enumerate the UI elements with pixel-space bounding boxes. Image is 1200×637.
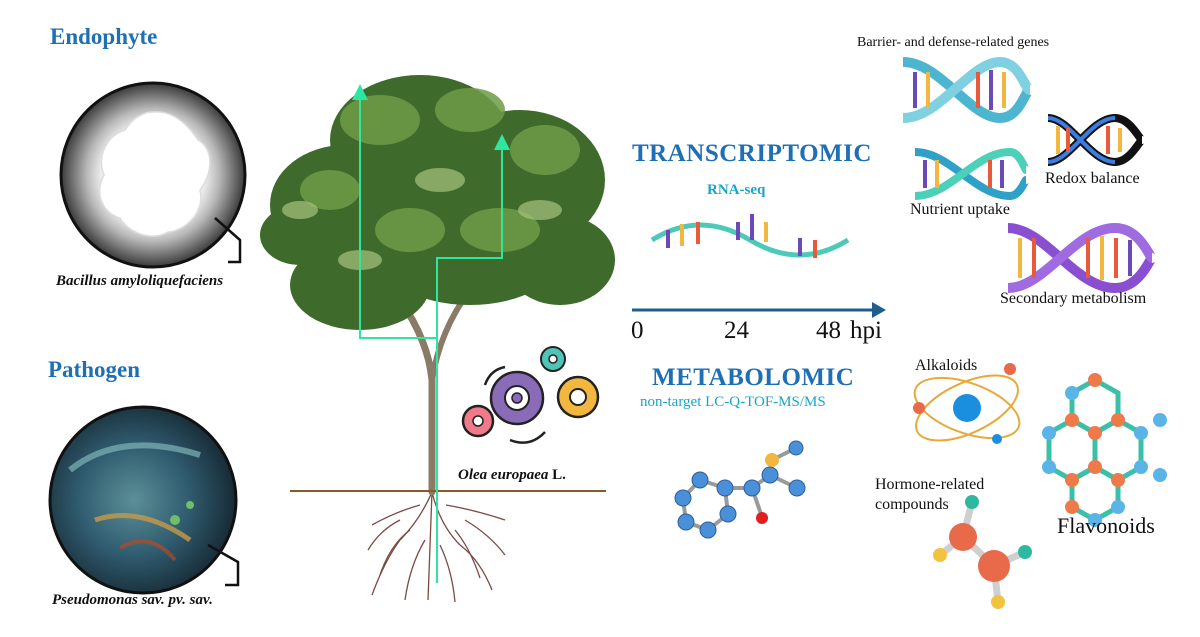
metabolomic-title: METABOLOMIC	[652, 364, 855, 391]
dna-helix-icon-nutrient	[914, 147, 1030, 201]
timeline-unit: hpi	[850, 317, 882, 344]
molecule-icon	[674, 440, 806, 539]
endophyte-title: Endophyte	[50, 24, 158, 49]
rna-strand-icon	[650, 214, 850, 258]
timeline-tick-24: 24	[724, 317, 749, 344]
flavonoid-hexagon-icon	[1042, 373, 1167, 527]
label-barrier-genes: Barrier- and defense-related genes	[857, 35, 1050, 50]
timeline-tick-0: 0	[631, 317, 644, 344]
dna-helix-icon-barrier	[902, 56, 1033, 124]
olive-tree	[260, 75, 615, 603]
endophyte-species: Bacillus amyloliquefaciens	[56, 273, 224, 289]
gears-icon	[461, 346, 600, 444]
plant-name: Olea europaea L.	[458, 467, 566, 484]
atom-icon	[913, 363, 1021, 444]
plant-authority: L.	[548, 467, 566, 483]
pathogen-species: Pseudomonas sav. pv. sav.	[52, 592, 213, 608]
dna-helix-icon-secondary	[1007, 222, 1157, 294]
metabolomic-method: non-target LC-Q-TOF-MS/MS	[640, 394, 826, 410]
petri-dish-endophyte	[59, 81, 247, 269]
pathogen-title: Pathogen	[48, 357, 140, 382]
hormone-molecule-icon	[933, 495, 1032, 609]
label-secondary: Secondary metabolism	[1000, 290, 1147, 307]
timeline-tick-48: 48	[816, 317, 841, 344]
timeline-arrow	[632, 302, 886, 318]
petri-dish-pathogen	[48, 405, 240, 595]
plant-genus-species: Olea europaea	[458, 467, 549, 483]
label-nutrient: Nutrient uptake	[910, 201, 1010, 218]
label-flavonoids: Flavonoids	[1057, 513, 1155, 538]
transcriptomic-title: TRANSCRIPTOMIC	[632, 140, 872, 167]
transcriptomic-method: RNA-seq	[707, 182, 766, 198]
label-alkaloids: Alkaloids	[915, 357, 978, 374]
label-hormone-line1: Hormone-related	[875, 476, 985, 493]
dna-helix-icon-redox	[1047, 113, 1146, 167]
colonization-path	[352, 84, 510, 583]
label-hormone-line2: compounds	[875, 496, 949, 513]
label-redox: Redox balance	[1045, 170, 1140, 187]
